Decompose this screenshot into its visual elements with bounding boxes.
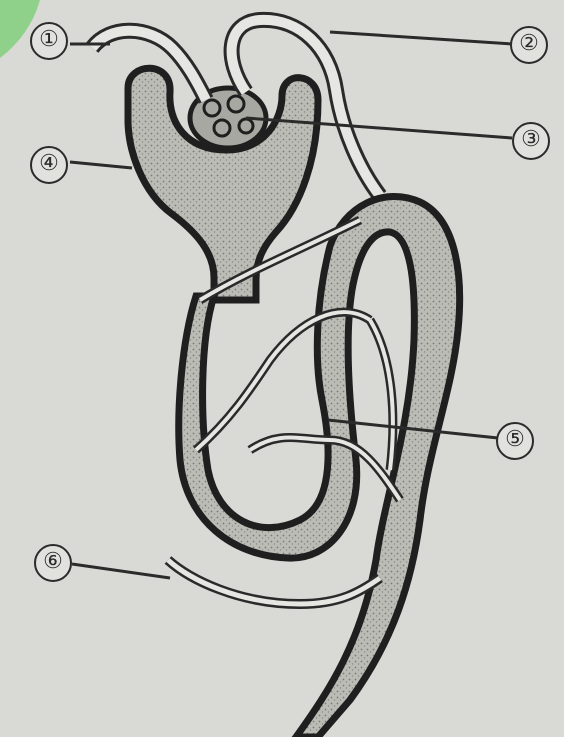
label-5: ⑤ [496, 422, 534, 460]
label-2: ② [510, 26, 548, 64]
label-6: ⑥ [34, 544, 72, 582]
label-1: ① [30, 22, 68, 60]
label-3: ③ [512, 122, 550, 160]
label-4: ④ [30, 146, 68, 184]
